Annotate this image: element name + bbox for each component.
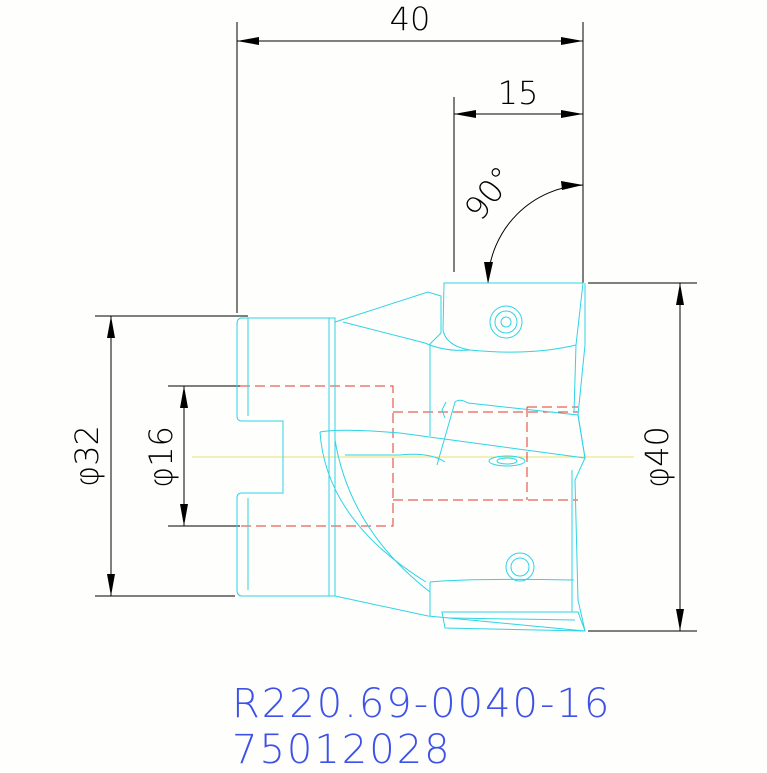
dimension-insert-length: 15	[453, 74, 583, 272]
dimension-shank-diameter: φ32	[68, 315, 248, 597]
angle-label: 90°	[457, 159, 522, 227]
hidden-bore-lines	[240, 385, 578, 527]
dimension-overall-length: 40	[236, 0, 584, 313]
overall-length-label: 40	[390, 0, 431, 38]
cutter-body-outline	[236, 282, 586, 632]
dimension-bore-diameter: φ16	[142, 385, 240, 527]
part-code: R220.69-0040-16	[232, 681, 612, 727]
insert-length-label: 15	[498, 74, 539, 112]
dimension-cutting-diameter: φ40	[588, 282, 697, 632]
dimension-angle: 90°	[457, 159, 584, 284]
shank-diameter-label: φ32	[68, 425, 106, 487]
part-number: 75012028	[232, 727, 452, 773]
bore-diameter-label: φ16	[142, 426, 180, 488]
cutting-diameter-label: φ40	[638, 426, 676, 488]
